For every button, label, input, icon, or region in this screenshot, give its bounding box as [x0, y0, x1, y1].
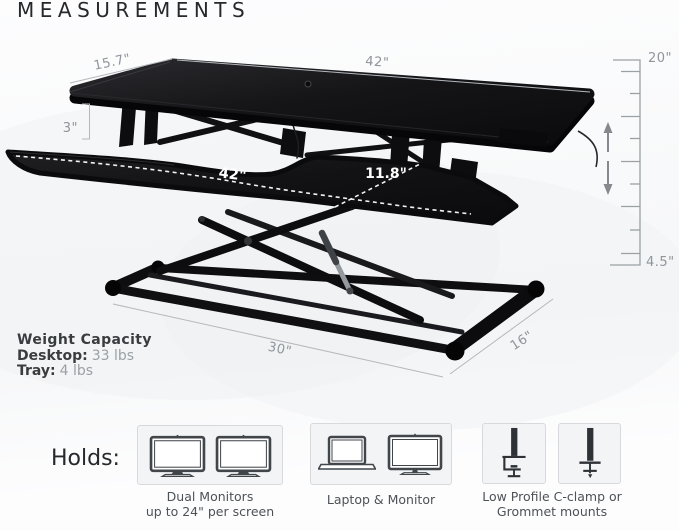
base-foot	[445, 341, 465, 361]
desktop-capacity-label: Desktop:	[17, 347, 88, 364]
page-title: MEASUREMENTS	[17, 0, 251, 22]
dimension-annotations: 15.7" 42" 20" 4.5"	[63, 51, 675, 378]
laptop-monitor-caption: Laptop & Monitor	[306, 492, 456, 507]
shelf-gap-bracket: 3"	[63, 103, 90, 140]
tray-capacity-value: 4 lbs	[59, 363, 94, 379]
tray-width-label: 42"	[218, 165, 247, 184]
desktop-capacity-value: 33 lbs	[91, 347, 135, 364]
top-width-line	[176, 59, 591, 93]
caption-line: Dual Monitors	[166, 489, 254, 504]
caption-line: up to 24" per screen	[145, 504, 275, 519]
caption-line: Low Profile C-clamp or	[482, 489, 622, 504]
base-foot	[105, 280, 121, 296]
laptop-icon	[317, 435, 376, 470]
grommet-mount-box	[558, 423, 621, 484]
desktop-surface	[69, 58, 595, 153]
caption-line: Laptop & Monitor	[326, 492, 436, 507]
height-ruler	[610, 59, 641, 266]
monitor-icon	[215, 434, 271, 477]
monitor-icon	[387, 433, 442, 475]
raise-height-label: 20"	[648, 51, 672, 66]
height-controller	[498, 128, 598, 168]
top-width-label: 42"	[365, 54, 390, 71]
dual-monitors-box	[137, 425, 283, 485]
dual-monitors-caption: Dual Monitors up to 24" per screen	[127, 489, 293, 519]
top-depth-line	[69, 58, 173, 84]
desktop-grommet-hole	[304, 80, 312, 88]
base-frame	[105, 260, 545, 361]
monitor-icon	[149, 434, 205, 477]
tray-dimension-marks: 42" 11.8"	[15, 155, 472, 215]
grommet-mount-icon	[578, 427, 601, 478]
desktop-capacity-line: Desktop:33 lbs	[17, 347, 152, 365]
base-length-label: 30"	[266, 340, 293, 360]
holds-heading: Holds:	[51, 446, 120, 471]
tray-capacity-line: Tray:4 lbs	[17, 363, 152, 380]
weight-capacity-block: Weight Capacity Desktop:33 lbs Tray:4 lb…	[17, 332, 152, 380]
caption-line: Grommet mounts	[496, 504, 608, 519]
tray-capacity-label: Tray:	[17, 363, 56, 379]
top-depth-label: 15.7"	[92, 51, 132, 73]
scissor-lift	[156, 197, 455, 324]
laptop-monitor-box	[310, 423, 452, 485]
base-length-line	[112, 303, 444, 378]
c-clamp-box	[482, 423, 546, 484]
base-foot	[527, 280, 545, 298]
clamp-mounts-caption: Low Profile C-clamp or Grommet mounts	[464, 489, 640, 519]
c-clamp-icon	[502, 427, 526, 477]
tray-depth-label: 11.8"	[365, 166, 407, 182]
weight-capacity-title: Weight Capacity	[17, 332, 152, 348]
height-adjust-arrows	[603, 122, 613, 195]
shelf-gap-label: 3"	[63, 121, 78, 136]
base-depth-line	[449, 298, 554, 375]
keyboard-tray	[5, 149, 519, 226]
pivot-bolt	[244, 237, 252, 245]
lowered-height-label: 4.5"	[646, 255, 675, 270]
